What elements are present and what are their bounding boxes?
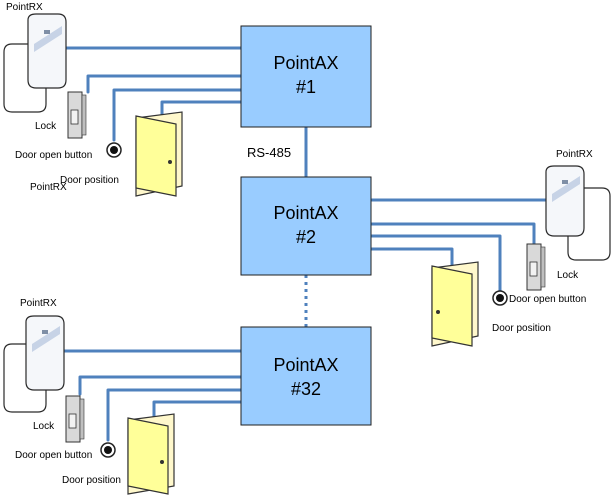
button-3-label: Door open button [15, 450, 92, 461]
wires [62, 46, 550, 442]
wire-button-2 [369, 234, 502, 294]
card-reader-2-icon [545, 165, 611, 261]
door-3-icon [127, 413, 175, 495]
lock-3-icon [65, 395, 85, 443]
wire-button-1 [112, 88, 244, 142]
lock-1-icon [67, 91, 87, 139]
reader-3-label: PointRX [20, 298, 57, 309]
extra-reader-label: PointRX [30, 182, 67, 193]
reader-1-label: PointRX [6, 2, 43, 13]
door-button-3-icon [100, 442, 116, 458]
controller-2: PointAX #2 [240, 176, 372, 276]
button-2-label: Door open button [509, 294, 586, 305]
reader-2-label: PointRX [556, 149, 593, 160]
wire-lock-1 [86, 74, 244, 94]
controller-3: PointAX #32 [240, 326, 372, 426]
controller-1-number: #1 [296, 77, 316, 97]
lock-1-label: Lock [35, 121, 57, 132]
lock-2-label: Lock [557, 270, 579, 281]
lock-3-label: Lock [33, 421, 55, 432]
door-button-2-icon [492, 290, 508, 306]
controller-1: PointAX #1 [240, 25, 372, 128]
controller-2-number: #2 [296, 227, 316, 247]
wire-door-3 [152, 400, 244, 419]
door-button-1-icon [106, 142, 122, 158]
button-1-label: Door open button [15, 150, 92, 161]
wire-door-2 [369, 247, 454, 268]
wire-lock-2 [369, 222, 536, 246]
wire-lock-3 [78, 375, 244, 396]
door-3-label: Door position [62, 475, 121, 486]
lock-2-icon [526, 243, 546, 291]
card-reader-3-icon [3, 315, 65, 413]
door-1-label: Door position [60, 175, 119, 186]
wire-button-3 [106, 388, 244, 442]
door-1-icon [135, 111, 183, 197]
door-2-icon [431, 261, 479, 347]
controller-3-number: #32 [291, 379, 321, 399]
controller-1-name: PointAX [273, 53, 338, 73]
controller-2-name: PointAX [273, 203, 338, 223]
card-reader-1-icon [3, 13, 67, 113]
wire-door-1 [160, 100, 244, 116]
controller-3-name: PointAX [273, 355, 338, 375]
door-2-label: Door position [492, 323, 551, 334]
rs485-label: RS-485 [247, 145, 291, 160]
